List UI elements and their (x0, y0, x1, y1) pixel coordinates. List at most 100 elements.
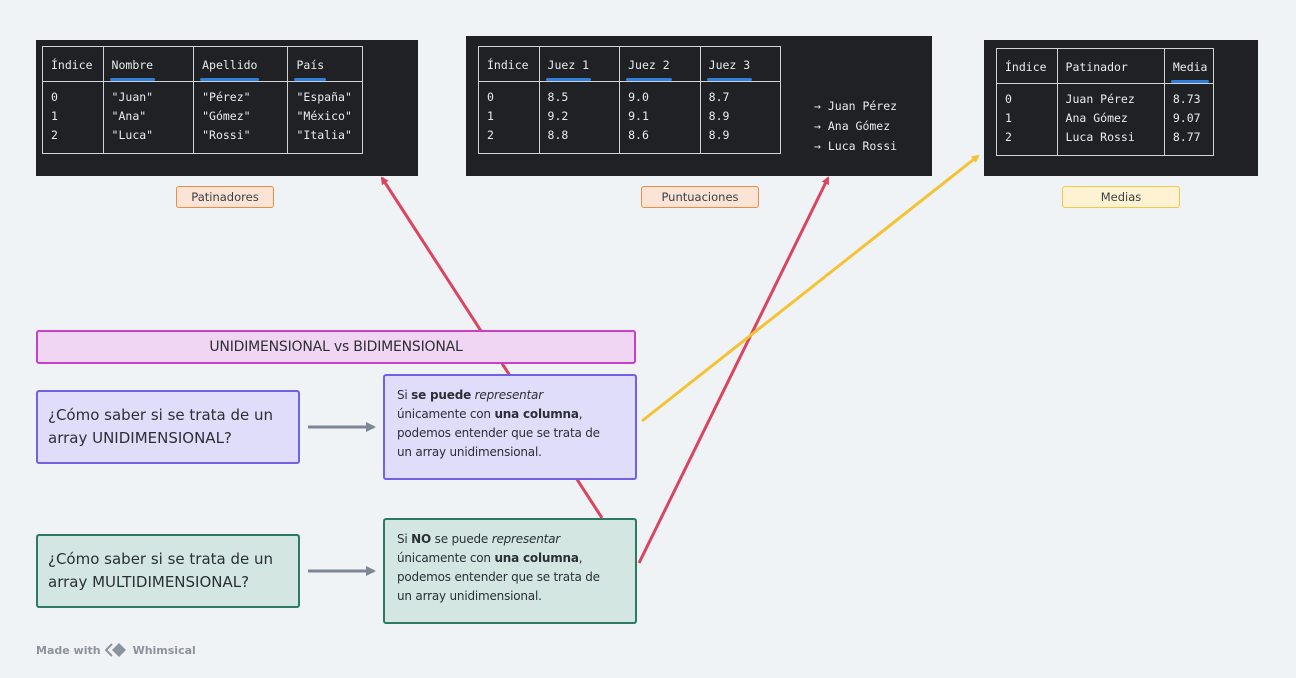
cell: 9.0 (619, 81, 701, 107)
whimsical-logo-icon (104, 643, 126, 657)
text: únicamente con (397, 551, 495, 565)
header-pais: País (294, 55, 326, 81)
header-juez-3: Juez 3 (706, 55, 752, 81)
question-line: ¿Cómo saber si se trata de un (48, 550, 274, 568)
table-row: 0 "Juan" "Pérez" "España" (42, 81, 363, 107)
puntuaciones-table: Índice Juez 1 Juez 2 Juez 3 0 8.5 9.0 8.… (478, 46, 782, 154)
header-apellido: Apellido (200, 55, 260, 81)
italic-text: representar (491, 532, 561, 546)
header-juez-2: Juez 2 (626, 55, 672, 81)
table-row: 2 Luca Rossi 8.77 (996, 128, 1215, 156)
bold-text: una columna (494, 551, 579, 565)
text: , (578, 551, 583, 565)
bold-text: NO (411, 532, 432, 546)
made-with-whimsical[interactable]: Made with Whimsical (36, 642, 196, 658)
question-line: array UNIDIMENSIONAL? (48, 429, 232, 447)
cell: "Ana" (102, 107, 195, 126)
bold-text: se puede (411, 388, 472, 402)
cell: 2 (42, 126, 104, 154)
answer-multidimensional[interactable]: Si NO se puede representar únicamente co… (383, 518, 637, 624)
cell: "Pérez" (193, 81, 289, 107)
header-cell: Juez 1 (538, 46, 621, 82)
arrow-to-puntuaciones (637, 176, 830, 564)
medias-table-image: Índice Patinador Media 0 Juan Pérez 8.73… (984, 40, 1258, 176)
text: Si (397, 388, 412, 402)
table-row: 2 8.8 8.6 8.9 (478, 126, 782, 154)
cell: "España" (287, 81, 363, 107)
cell: 1 (42, 107, 104, 126)
cell: 9.2 (538, 107, 621, 126)
cell: 2 (478, 126, 540, 154)
header-cell: Patinador (1056, 48, 1165, 84)
cell: "Gómez" (193, 107, 289, 126)
cell: 0 (478, 81, 540, 107)
header-indice: Índice (51, 58, 93, 72)
text: se puede (431, 532, 492, 546)
text: únicamente con (397, 407, 495, 421)
cell: 8.77 (1163, 128, 1215, 156)
header-cell: País (287, 46, 363, 82)
cell: 8.9 (699, 126, 782, 154)
cell: 9.1 (619, 107, 701, 126)
header-media: Media (1170, 57, 1210, 83)
answer-line: podemos entender que se trata de (397, 426, 600, 440)
cell: "Rossi" (193, 126, 289, 154)
header-patinador: Patinador (1065, 60, 1128, 74)
table-row: 1 Ana Gómez 9.07 (996, 109, 1215, 128)
answer-line: un array unidimensional. (397, 589, 542, 603)
side-note: → Luca Rossi (814, 139, 898, 153)
header-indice: Índice (1005, 60, 1047, 74)
side-note: → Ana Gómez (814, 119, 891, 133)
answer-line: Si se puede representar (397, 386, 623, 405)
italic-text: representar (474, 388, 543, 402)
question-unidimensional[interactable]: ¿Cómo saber si se trata de un array UNID… (36, 390, 300, 464)
header-nombre: Nombre (109, 55, 155, 81)
cell: 1 (996, 109, 1058, 128)
cell: "México" (287, 107, 363, 126)
table-row: 2 "Luca" "Rossi" "Italia" (42, 126, 363, 154)
cell: 8.7 (699, 81, 782, 107)
question-line: ¿Cómo saber si se trata de un (48, 406, 274, 424)
table-row: 0 8.5 9.0 8.7 (478, 81, 782, 107)
header-cell: Índice (42, 46, 104, 82)
cell: 0 (996, 83, 1058, 109)
cell: Juan Pérez (1056, 83, 1165, 109)
cell: 8.9 (699, 107, 782, 126)
cell: 8.8 (538, 126, 621, 154)
cell: Ana Gómez (1056, 109, 1165, 128)
header-cell: Apellido (193, 46, 289, 82)
answer-line: Si NO se puede representar (397, 530, 623, 549)
cell: 0 (42, 81, 104, 107)
header-juez-1: Juez 1 (545, 55, 591, 81)
bold-text: una columna (494, 407, 579, 421)
whimsical-brand-text: Whimsical (132, 643, 196, 657)
made-with-text: Made with (36, 643, 101, 657)
table-row: 1 9.2 9.1 8.9 (478, 107, 782, 126)
cell: 8.73 (1163, 83, 1215, 109)
cell: 1 (478, 107, 540, 126)
puntuaciones-table-image: Índice Juez 1 Juez 2 Juez 3 0 8.5 9.0 8.… (466, 36, 932, 176)
answer-unidimensional[interactable]: Si se puede representar únicamente con u… (383, 374, 637, 480)
cell: 2 (996, 128, 1058, 156)
side-note: → Juan Pérez (814, 99, 898, 113)
cell: Luca Rossi (1056, 128, 1165, 156)
cell: 8.6 (619, 126, 701, 154)
label-patinadores: Patinadores (176, 186, 274, 208)
cell: "Juan" (102, 81, 195, 107)
cell: 8.5 (538, 81, 621, 107)
table-row: 1 "Ana" "Gómez" "México" (42, 107, 363, 126)
cell: "Italia" (287, 126, 363, 154)
patinadores-table: Índice Nombre Apellido País 0 "Juan" "Pé… (42, 46, 363, 154)
header-cell: Media (1163, 48, 1215, 84)
answer-line: un array unidimensional. (397, 445, 542, 459)
question-multidimensional[interactable]: ¿Cómo saber si se trata de un array MULT… (36, 534, 300, 608)
answer-line: únicamente con una columna, (397, 405, 623, 424)
patinadores-table-image: Índice Nombre Apellido País 0 "Juan" "Pé… (36, 40, 418, 176)
text: Si (397, 532, 412, 546)
label-medias: Medias (1062, 186, 1180, 208)
diagram-title: UNIDIMENSIONAL vs BIDIMENSIONAL (36, 330, 636, 364)
header-cell: Juez 2 (619, 46, 701, 82)
text: , (578, 407, 583, 421)
question-line: array MULTIDIMENSIONAL? (48, 573, 250, 591)
table-row: 0 Juan Pérez 8.73 (996, 83, 1215, 109)
